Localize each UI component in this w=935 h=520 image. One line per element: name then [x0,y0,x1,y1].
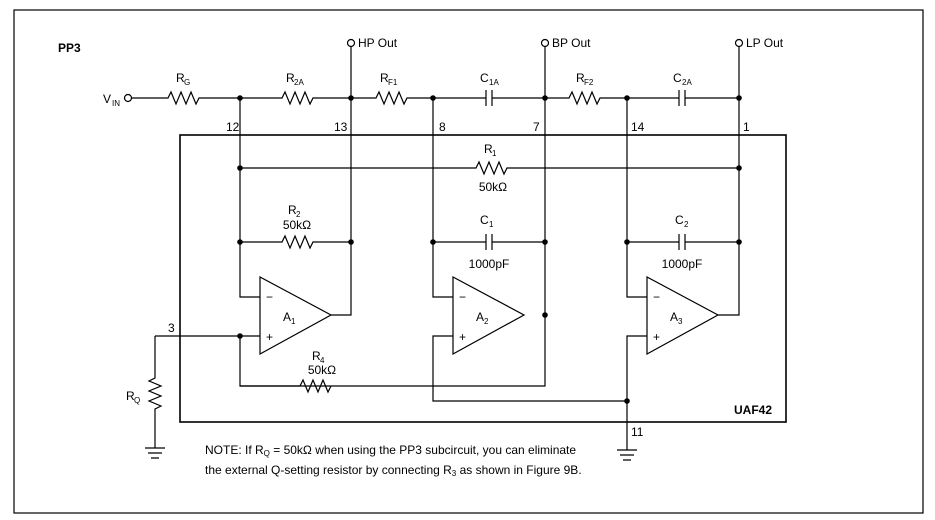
note-part3: as shown in Figure 9B. [456,463,582,477]
uaf42-chip-box [179,134,787,423]
pin-8: 8 [439,120,446,134]
a1-label: A [283,310,291,324]
a2-inverting-wire [432,98,453,298]
pin-11: 11 [631,425,644,439]
capacitor-c2 [627,234,739,250]
bp-out-terminal [540,38,550,48]
capacitor-c1 [433,234,545,250]
r4-label: R [312,349,321,363]
rq-ground-icon [145,447,165,459]
opamp-a2 [452,275,526,356]
a1-plus: + [266,330,273,344]
a1-minus: − [266,290,273,304]
bp-output-wire [240,46,546,387]
junction-dots [237,95,742,404]
r4-resistor [239,336,332,394]
a2-sub: 2 [484,317,489,326]
lp-out-label: LP Out [746,36,784,50]
note-text: NOTE: If RQ = 50kΩ when using the PP3 su… [205,442,585,482]
c1-sub: 1 [489,220,494,229]
pin-1: 1 [743,120,750,134]
hp-output-wire [331,46,352,316]
capacitor-c2a [678,90,686,106]
pin-7: 7 [533,120,540,134]
a3-sub: 3 [678,317,683,326]
c2-label: C [675,213,684,227]
r2a-sub: 2A [294,78,304,87]
pin-13: 13 [334,120,348,134]
a1-sub: 1 [291,317,296,326]
top-wire-left [131,90,486,106]
pin-3: 3 [168,321,175,335]
note-part2: = 50kΩ when using the PP3 subcircuit, yo… [205,443,577,477]
r1-sub: 1 [492,149,497,158]
r2-resistor [240,234,351,250]
rq-resistor [147,336,163,448]
vin-sub: IN [112,99,120,108]
note-sub2: 3 [451,469,457,478]
rf2-sub: F2 [584,78,594,87]
a2-plus: + [459,330,466,344]
a3-plus: + [653,330,660,344]
chip-label: UAF42 [734,403,772,417]
a2-noninverting-wire [432,335,627,402]
c2-sub: 2 [684,220,689,229]
c2-value: 1000pF [662,257,703,271]
r4-value: 50kΩ [308,363,336,377]
pin11-ground-icon [617,449,637,461]
r2-label: R [288,203,297,217]
c2a-sub: 2A [682,78,692,87]
opamp-a3 [646,275,720,356]
rq-label: R [126,389,135,403]
lp-out-terminal [734,38,744,48]
a2-label: A [476,310,484,324]
rg-sub: G [184,78,190,87]
opamp-a1 [259,275,333,356]
a3-noninverting-wire [626,335,647,450]
hp-out-terminal [346,38,356,48]
c1a-label: C [480,71,489,85]
r2-value: 50kΩ [283,218,311,232]
a2-minus: − [459,290,466,304]
c1-value: 1000pF [469,257,510,271]
a3-label: A [670,310,678,324]
bp-out-label: BP Out [552,36,591,50]
capacitor-c1a [485,90,493,106]
rf1-label: R [380,71,389,85]
r2-sub: 2 [296,210,301,219]
c2a-label: C [673,71,682,85]
rq-sub: Q [134,396,140,405]
r1-label: R [484,142,493,156]
figure-frame [13,9,924,514]
c1a-sub: 1A [489,78,499,87]
r1-value: 50kΩ [479,180,507,194]
a1-inverting-wire [239,98,260,298]
rf1-sub: F1 [388,78,398,87]
a3-inverting-wire [626,98,647,298]
r4-sub: 4 [320,356,325,365]
rg-label: R [176,71,185,85]
hp-out-label: HP Out [358,36,398,50]
input-terminal [123,93,133,103]
r2a-label: R [286,71,295,85]
r1-resistor [240,160,739,176]
rf2-label: R [576,71,585,85]
lp-output-wire [718,46,740,316]
note-part1: NOTE: If R [205,443,264,457]
note-sub1: Q [263,449,270,458]
pin-12: 12 [226,120,240,134]
pin-14: 14 [631,120,645,134]
a3-minus: − [653,290,660,304]
c1-label: C [480,213,489,227]
subcircuit-title: PP3 [58,41,81,55]
top-wire-mid [492,90,679,106]
vin-label: V [103,92,111,106]
